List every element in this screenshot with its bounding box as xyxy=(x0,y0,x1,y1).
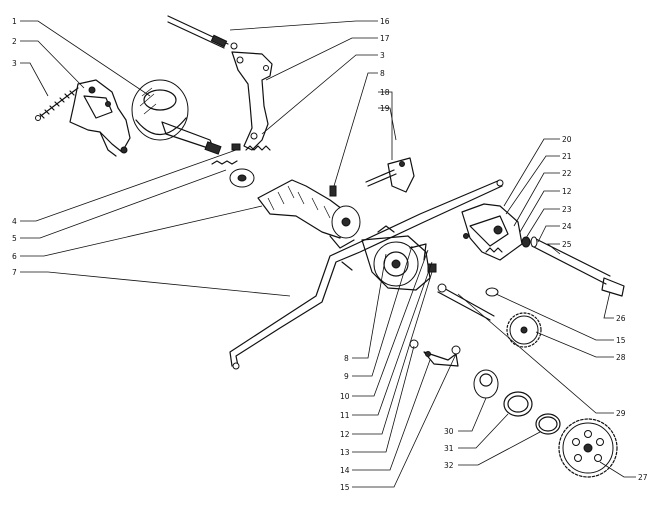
callout-16: 16 xyxy=(380,17,390,26)
callout-17: 17 xyxy=(380,34,390,43)
small-crank xyxy=(423,345,461,367)
callout-3: 3 xyxy=(12,59,17,68)
small-gear xyxy=(506,312,542,348)
callout-12: 12 xyxy=(340,430,350,439)
spring-cam xyxy=(211,160,255,188)
callout-32: 32 xyxy=(444,461,454,470)
callout-7: 7 xyxy=(12,268,17,277)
right-bracket-housing xyxy=(461,203,523,261)
ring xyxy=(503,391,533,417)
callout-8: 8 xyxy=(380,69,385,78)
callout-19: 19 xyxy=(380,104,390,113)
o-ring xyxy=(535,413,561,435)
callout-21: 21 xyxy=(562,152,572,161)
washer-right xyxy=(521,236,531,248)
long-link-rod xyxy=(229,179,504,370)
callout-8: 8 xyxy=(344,354,349,363)
callout-1: 1 xyxy=(12,17,17,26)
rod-top xyxy=(167,15,238,50)
callout-2: 2 xyxy=(12,37,17,46)
callout-3: 3 xyxy=(380,51,385,60)
bent-lever xyxy=(231,51,273,151)
right-shaft xyxy=(530,236,611,285)
pin-bracket xyxy=(365,157,415,193)
callout-22: 22 xyxy=(562,169,572,178)
callout-4: 4 xyxy=(12,217,17,226)
center-shaft xyxy=(437,283,499,321)
small-spring xyxy=(245,145,271,151)
callout-14: 14 xyxy=(340,466,350,475)
callout-5: 5 xyxy=(12,234,17,243)
callout-26: 26 xyxy=(616,314,626,323)
callout-12: 12 xyxy=(562,187,572,196)
parts-artwork xyxy=(35,15,625,478)
callout-15: 15 xyxy=(616,336,626,345)
callout-24: 24 xyxy=(562,222,572,231)
large-gear xyxy=(558,418,618,478)
coil-spring-left xyxy=(35,87,79,121)
callout-27: 27 xyxy=(638,473,648,482)
callout-13: 13 xyxy=(340,448,350,457)
bell-housing xyxy=(131,79,222,155)
callout-10: 10 xyxy=(340,392,350,401)
callout-31: 31 xyxy=(444,444,454,453)
small-screw xyxy=(231,143,241,151)
callout-15: 15 xyxy=(340,483,350,492)
screw-top xyxy=(329,185,337,197)
callout-6: 6 xyxy=(12,252,17,261)
callout-29: 29 xyxy=(616,409,626,418)
cup-cap xyxy=(473,369,499,399)
end-nut xyxy=(601,277,625,297)
callout-20: 20 xyxy=(562,135,572,144)
callout-30: 30 xyxy=(444,427,454,436)
leader-lines xyxy=(20,20,636,488)
callout-28: 28 xyxy=(616,353,626,362)
callout-25: 25 xyxy=(562,240,572,249)
callout-11: 11 xyxy=(340,411,350,420)
callout-9: 9 xyxy=(344,372,349,381)
callout-labels: 1 2 3 3 4 5 6 7 8 8 9 10 11 12 12 13 14 … xyxy=(12,17,648,492)
callout-18: 18 xyxy=(380,88,390,97)
lever-bracket xyxy=(69,79,131,157)
cam-shaft xyxy=(257,179,361,249)
callout-23: 23 xyxy=(562,205,572,214)
